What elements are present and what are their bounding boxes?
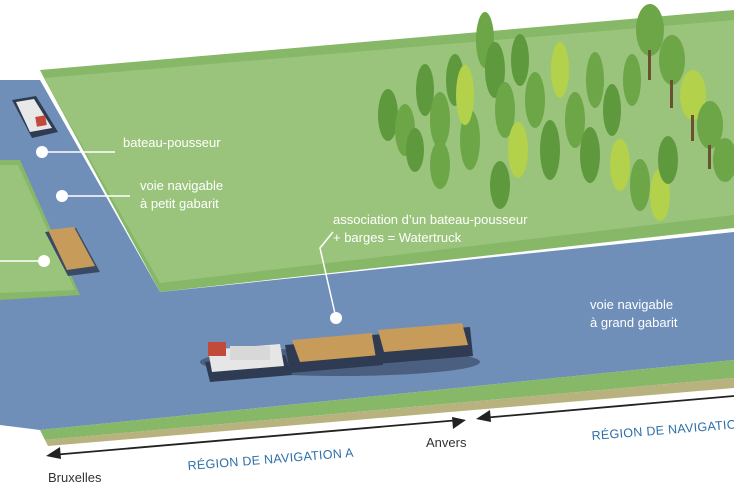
label-watertruck-line2: + barges = Watertruck (333, 230, 462, 245)
callout-pusher (36, 146, 115, 158)
forest (378, 4, 734, 221)
region-b-label: RÉGION DE NAVIGATION B (591, 415, 734, 443)
large-canal (0, 232, 734, 430)
label-small-waterway-line1: voie navigable (140, 178, 223, 193)
place-anvers: Anvers (426, 435, 467, 450)
place-bruxelles: Bruxelles (48, 470, 102, 485)
label-watertruck-line1: association d’un bateau-pousseur (333, 212, 528, 227)
small-barge-icon (45, 227, 100, 276)
bank-grass (40, 360, 734, 440)
label-pusher: bateau-pousseur (123, 135, 221, 150)
watertruck-convoy-icon (200, 323, 480, 382)
label-small-waterway-line2: à petit gabarit (140, 196, 219, 211)
region-a-arrow (46, 417, 466, 459)
region-a-label: RÉGION DE NAVIGATION A (187, 445, 355, 473)
callout-small-waterway (56, 190, 130, 202)
callout-watertruck (319, 231, 342, 324)
pusher-boat-icon (12, 96, 58, 138)
bank-edge (45, 378, 734, 446)
callout-left-barge (0, 255, 50, 267)
region-b-arrow (476, 395, 734, 422)
label-large-waterway-line1: voie navigable (590, 297, 673, 312)
label-large-waterway-line2: à grand gabarit (590, 315, 678, 330)
